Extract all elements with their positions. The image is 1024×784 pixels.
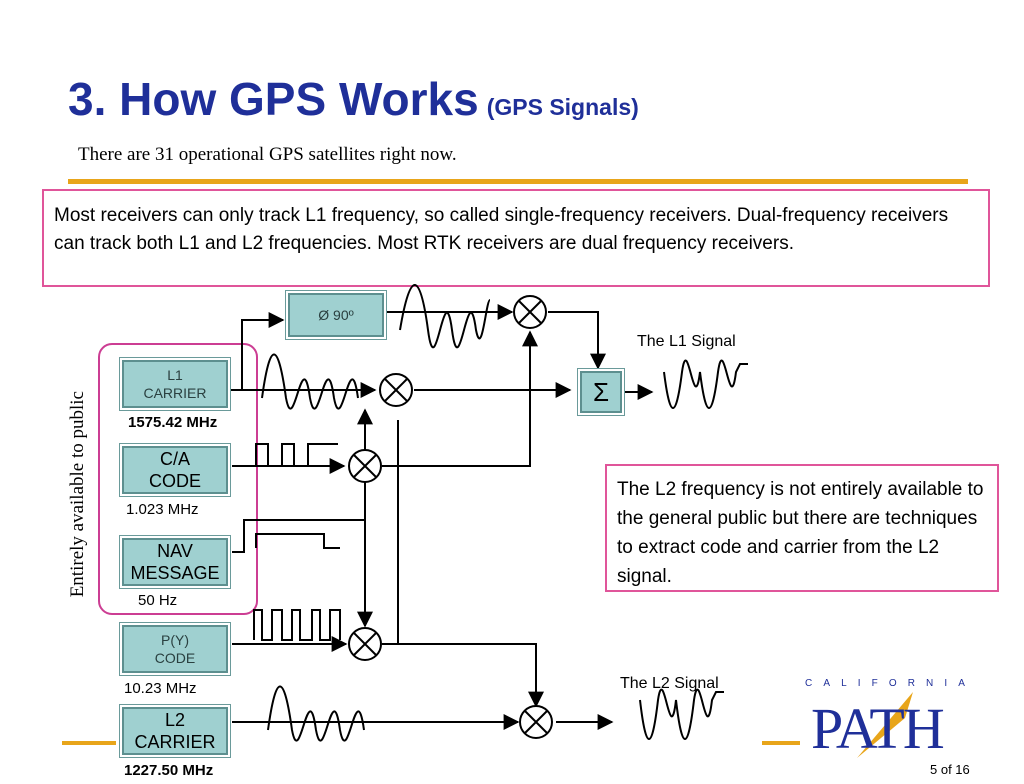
py-code-line2: CODE	[154, 650, 196, 666]
logo-letter: L	[841, 678, 847, 689]
title-main: 3. How GPS Works	[68, 73, 479, 125]
mixer-top	[513, 295, 547, 329]
wave-py-code	[253, 609, 341, 641]
ca-code-box: C/A CODE	[122, 446, 228, 494]
l2-carrier-freq: 1227.50 MHz	[124, 762, 214, 779]
l2-carrier-line2: CARRIER	[134, 732, 216, 752]
logo-letter: R	[907, 678, 915, 689]
nav-message-freq: 50 Hz	[138, 592, 178, 609]
mixer-l1	[379, 373, 413, 407]
logo-letter: C	[805, 678, 813, 689]
page-number: 5 of 16	[930, 762, 970, 777]
logo-letter: F	[871, 678, 878, 689]
logo-california-letters: C A L I F O R N I A	[805, 678, 965, 689]
wire-py-l2	[382, 643, 544, 708]
nav-message-line2: MESSAGE	[130, 563, 220, 583]
sum-symbol: Σ	[592, 377, 610, 407]
l2-signal-title: The L2 Signal	[620, 675, 719, 692]
logo-letter: N	[926, 678, 934, 689]
public-signals-group	[98, 343, 258, 615]
logo-swoosh-icon	[857, 692, 913, 758]
wave-nav	[255, 533, 340, 549]
l1-signal-title: The L1 Signal	[637, 333, 736, 350]
l1-carrier-freq: 1575.42 MHz	[128, 414, 218, 431]
mixer-py	[348, 627, 382, 661]
logo-letter: O	[888, 678, 897, 689]
ca-code-line1: C/A	[159, 449, 190, 469]
wire-ca-top	[382, 330, 538, 467]
l2-note-text: The L2 frequency is not entirely availab…	[617, 479, 984, 587]
l1-carrier-box: L1 CARRIER	[122, 360, 228, 408]
wave-l1-carrier	[261, 353, 359, 410]
title-rule	[68, 179, 968, 184]
wave-l1-output	[663, 359, 748, 409]
slide-subtitle: There are 31 operational GPS satellites …	[78, 144, 457, 165]
l2-note-callout: The L2 frequency is not entirely availab…	[605, 464, 999, 592]
l2-carrier-line1: L2	[164, 710, 186, 730]
mixer-l2	[519, 705, 553, 739]
l1-carrier-line2: CARRIER	[143, 385, 207, 401]
sum-box: Σ	[580, 371, 622, 413]
nav-message-line1: NAV	[157, 541, 193, 561]
logo-word: PATH	[811, 696, 945, 761]
logo-letter: I	[857, 678, 861, 689]
footer-bar-left	[62, 741, 116, 745]
wave-l2-output	[639, 688, 724, 740]
py-code-line1: P(Y)	[161, 632, 189, 648]
l2-carrier-box: L2 CARRIER	[122, 707, 228, 755]
california-path-logo: C A L I F O R N I A PATH	[805, 678, 965, 770]
slide-title: 3. How GPS Works (GPS Signals)	[68, 72, 639, 126]
ca-code-line2: CODE	[148, 471, 201, 491]
mixer-ca	[348, 449, 382, 483]
wave-phase-shifted	[399, 284, 491, 349]
phase-shift-box: Ø 90º	[288, 293, 384, 337]
ca-code-freq: 1.023 MHz	[126, 501, 199, 518]
py-code-freq: 10.23 MHz	[124, 680, 197, 697]
wire-mix-top-sum	[548, 311, 606, 370]
wave-ca-code	[255, 443, 338, 467]
footer-bar-right	[762, 741, 800, 745]
nav-message-box: NAV MESSAGE	[122, 538, 228, 586]
receivers-callout-text: Most receivers can only track L1 frequen…	[54, 205, 949, 254]
l1-carrier-line1: L1	[167, 367, 183, 383]
logo-letter: A	[958, 678, 965, 689]
title-suffix: (GPS Signals)	[486, 94, 639, 120]
phase-shift-label: Ø 90º	[318, 307, 354, 323]
receivers-callout: Most receivers can only track L1 frequen…	[42, 189, 990, 287]
wire-nav	[232, 450, 373, 553]
logo-letter: A	[823, 678, 830, 689]
py-code-box: P(Y) CODE	[122, 625, 228, 673]
wave-l2-carrier	[267, 685, 365, 742]
logo-letter: I	[944, 678, 948, 689]
